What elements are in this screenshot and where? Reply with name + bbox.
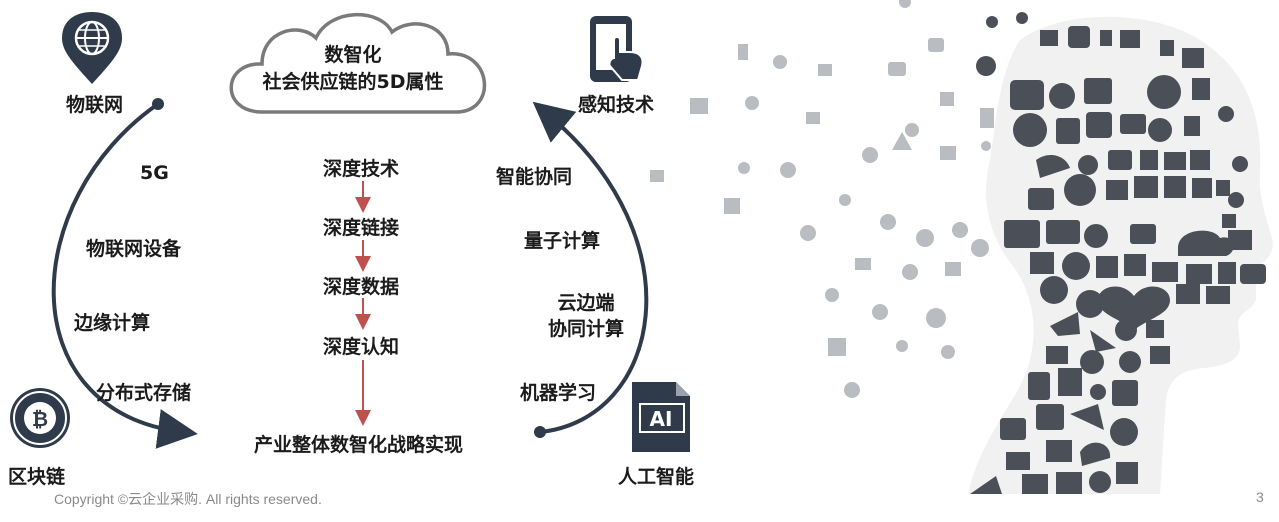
left-item-iot-devices: 物联网设备 — [86, 238, 182, 260]
corner-label-ai: 人工智能 — [618, 466, 695, 488]
corner-label-blockchain: 区块链 — [8, 466, 66, 488]
cloud-title: 数智化 社会供应链的5D属性 — [238, 42, 468, 96]
step-deep-tech: 深度技术 — [323, 158, 400, 180]
right-item-smart-collab: 智能协同 — [496, 166, 573, 188]
left-item-5g: 5G — [140, 162, 169, 184]
step-deep-cognition: 深度认知 — [323, 336, 400, 358]
result-text: 产业整体数智化战略实现 — [254, 434, 464, 456]
bitcoin-icon: ₿ — [10, 388, 70, 448]
svg-text:₿: ₿ — [32, 407, 48, 431]
step-deep-link: 深度链接 — [323, 217, 400, 239]
right-curve-arrow — [532, 101, 649, 434]
tablet-touch-icon — [590, 16, 644, 82]
head-icon-cluster — [968, 12, 1273, 494]
social-icons-scatter — [650, 0, 994, 398]
cloud-shape — [229, 12, 487, 114]
ai-document-icon: AI — [632, 382, 690, 452]
step-deep-data: 深度数据 — [323, 276, 400, 298]
ai-icon-text: AI — [650, 407, 673, 431]
page-number: 3 — [1256, 489, 1264, 505]
corner-label-sensing: 感知技术 — [578, 94, 655, 116]
left-curve-arrow — [51, 102, 198, 449]
cloud-title-line1: 数智化 — [324, 44, 382, 66]
right-item-cloud-edge-line1: 云边端 — [557, 292, 615, 314]
right-curve-start-dot — [534, 426, 546, 438]
left-item-edge-computing: 边缘计算 — [74, 312, 151, 334]
copyright-text: Copyright ©云企业采购. All rights reserved. — [54, 491, 322, 507]
cloud-title-line2: 社会供应链的5D属性 — [262, 71, 444, 93]
left-item-distributed-storage: 分布式存储 — [96, 382, 192, 404]
globe-pin-icon — [62, 12, 122, 84]
right-item-quantum: 量子计算 — [524, 230, 601, 252]
corner-label-iot: 物联网 — [66, 94, 124, 116]
left-curve-start-dot — [152, 98, 164, 110]
right-item-cloud-edge: 云边端 协同计算 — [544, 290, 628, 342]
right-item-cloud-edge-line2: 协同计算 — [547, 318, 624, 340]
right-item-machine-learning: 机器学习 — [520, 382, 597, 404]
